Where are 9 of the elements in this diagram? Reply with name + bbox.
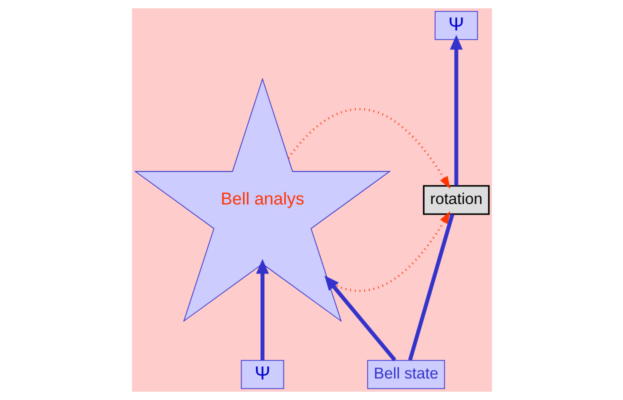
arrow [256,259,268,360]
node-box: rotation [422,185,490,215]
arrow [287,108,450,189]
node-box: Ψ [434,11,478,40]
arrow [449,34,462,186]
node-box: Bell state [366,360,444,389]
arrow [324,275,396,362]
node-box: Ψ [240,360,284,389]
connector [408,214,454,361]
